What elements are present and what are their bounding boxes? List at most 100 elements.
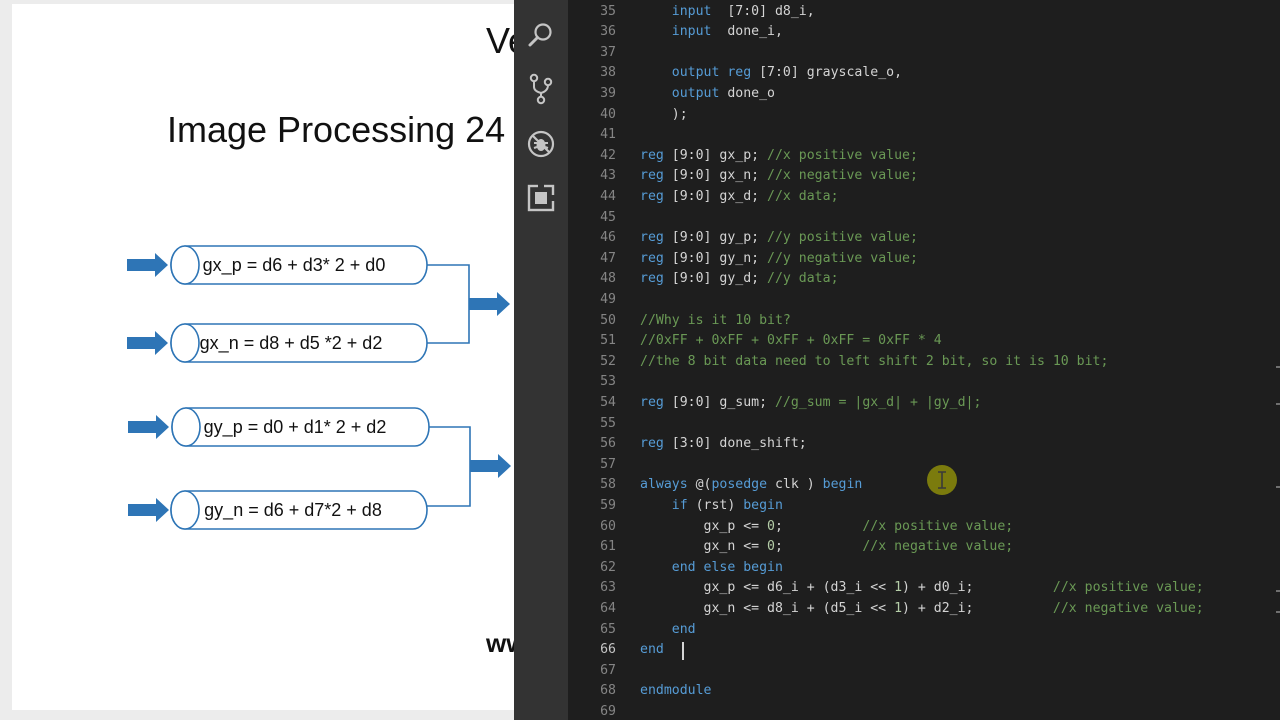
code-line[interactable]: input [7:0] d8_i, — [640, 2, 815, 23]
code-token: //g_sum = |gx_d| + |gy_d|; — [774, 394, 982, 410]
code-line[interactable]: endmodule — [640, 681, 711, 702]
code-line[interactable]: reg [9:0] g_sum; //g_sum = |gx_d| + |gy_… — [640, 393, 981, 414]
code-token: gx_n <= — [640, 539, 768, 555]
code-token: reg — [640, 394, 664, 410]
code-line[interactable]: ); — [640, 105, 688, 126]
code-token: //x negative value; — [767, 168, 918, 184]
code-token: //x negative value; — [862, 539, 1014, 555]
line-number: 45 — [600, 209, 616, 225]
code-token: end — [671, 621, 696, 637]
code-line[interactable]: gx_n <= d8_i + (d5_i << 1) + d2_i; //x n… — [640, 599, 1204, 620]
code-area[interactable]: input [7:0] d8_i, input done_i, output r… — [640, 0, 1280, 720]
code-token: always — [640, 477, 688, 493]
code-line[interactable]: output done_o — [640, 84, 775, 105]
code-line[interactable]: end else begin — [640, 558, 783, 579]
box-gy-n-label: gy_n = d6 + d7*2 + d8 — [204, 500, 382, 521]
code-token: //x data; — [767, 188, 839, 204]
code-token: //x negative value; — [1052, 600, 1204, 616]
code-token: //the 8 bit data need to left shift 2 bi… — [640, 353, 1109, 369]
mouse-cursor-indicator — [927, 465, 957, 495]
code-line[interactable]: always @(posedge clk ) begin — [640, 475, 862, 496]
code-token: posedge — [711, 477, 768, 493]
code-token: ; — [775, 518, 863, 534]
line-number: 53 — [600, 374, 616, 390]
code-token — [640, 86, 672, 101]
line-number: 52 — [600, 353, 616, 369]
code-line[interactable]: //the 8 bit data need to left shift 2 bi… — [640, 352, 1108, 373]
input-arrows — [127, 253, 169, 522]
line-number: 59 — [600, 497, 616, 513]
code-line[interactable]: reg [9:0] gy_p; //y positive value; — [640, 228, 918, 249]
cylinder-gx-n: gx_n = d8 + d5 *2 + d2 — [170, 323, 428, 363]
code-token: clk ) — [767, 477, 823, 493]
code-line[interactable]: reg [9:0] gx_n; //x negative value; — [640, 166, 918, 187]
code-line[interactable]: //0xFF + 0xFF + 0xFF + 0xFF = 0xFF * 4 — [640, 331, 942, 352]
extensions-icon[interactable] — [525, 182, 557, 214]
cylinder-gy-n: gy_n = d6 + d7*2 + d8 — [170, 490, 428, 530]
text-caret — [682, 641, 684, 660]
line-number: 40 — [600, 106, 616, 122]
code-line[interactable]: //Why is it 10 bit? — [640, 311, 791, 332]
line-number: 60 — [600, 518, 616, 534]
code-token: [9:0] gy_n; — [663, 250, 768, 266]
line-number: 50 — [600, 312, 616, 328]
line-number: 57 — [600, 456, 616, 472]
code-token: //y data; — [767, 271, 839, 287]
code-token: reg — [640, 147, 664, 163]
code-token: reg — [640, 168, 664, 184]
line-number: 49 — [600, 291, 616, 307]
code-token: begin — [743, 497, 783, 513]
output-arrows — [469, 292, 511, 478]
code-token: output — [671, 85, 720, 101]
line-number: 55 — [600, 415, 616, 431]
code-line[interactable]: reg [9:0] gy_d; //y data; — [640, 269, 839, 290]
slide-title: Ve — [486, 20, 514, 61]
code-token: //y negative value; — [767, 250, 918, 266]
code-line[interactable]: gx_p <= 0; //x positive value; — [640, 517, 1014, 538]
line-number: 46 — [600, 230, 616, 246]
code-line[interactable]: end — [640, 640, 664, 661]
code-token: input — [671, 3, 712, 19]
connector-lines — [427, 264, 471, 507]
code-token: ) + d2_i; — [902, 600, 1053, 616]
line-number: 62 — [600, 559, 616, 575]
box-gy-p-label: gy_p = d0 + d1* 2 + d2 — [204, 417, 387, 438]
code-line[interactable]: if (rst) begin — [640, 496, 783, 517]
box-gx-p-label: gx_p = d6 + d3* 2 + d0 — [203, 255, 386, 276]
code-line[interactable]: reg [9:0] gx_d; //x data; — [640, 187, 839, 208]
code-token: //y positive value; — [767, 230, 918, 246]
line-number: 43 — [600, 168, 616, 184]
code-token: end else begin — [671, 559, 783, 575]
code-token: input — [671, 24, 712, 40]
code-token: gx_p <= d6_i + (d3_i << — [640, 580, 895, 596]
code-token — [640, 24, 672, 39]
code-line[interactable]: reg [3:0] done_shift; — [640, 434, 807, 455]
line-number: 35 — [600, 3, 616, 19]
code-line[interactable]: gx_n <= 0; //x negative value; — [640, 537, 1014, 558]
code-token: done_i, — [711, 24, 783, 40]
code-line[interactable]: reg [9:0] gx_p; //x positive value; — [640, 146, 918, 167]
code-token: //x positive value; — [1052, 580, 1204, 596]
code-token: gx_p <= — [640, 518, 768, 534]
sobel-diagram: gx_p = d6 + d3* 2 + d0 gx_n = d8 + d5 *2… — [127, 245, 511, 530]
source-control-icon[interactable] — [525, 73, 557, 105]
code-token: done_o — [719, 85, 775, 101]
line-number: 38 — [600, 65, 616, 81]
code-line[interactable]: output reg [7:0] grayscale_o, — [640, 63, 902, 84]
code-token: //Why is it 10 bit? — [640, 312, 791, 328]
search-icon[interactable] — [525, 19, 557, 51]
code-token — [640, 498, 672, 513]
debug-icon[interactable] — [525, 128, 557, 160]
code-line[interactable]: reg [9:0] gy_n; //y negative value; — [640, 249, 918, 270]
code-token — [640, 622, 672, 637]
line-number: 68 — [600, 683, 616, 699]
line-number: 39 — [600, 85, 616, 101]
slide-subtitle: Image Processing 24 — [167, 109, 506, 150]
line-number: 36 — [600, 24, 616, 40]
code-line[interactable]: end — [640, 620, 696, 641]
code-line[interactable]: gx_p <= d6_i + (d3_i << 1) + d0_i; //x p… — [640, 578, 1204, 599]
code-line[interactable]: input done_i, — [640, 22, 783, 43]
code-token: (rst) — [687, 497, 744, 513]
code-token: if — [671, 497, 688, 513]
